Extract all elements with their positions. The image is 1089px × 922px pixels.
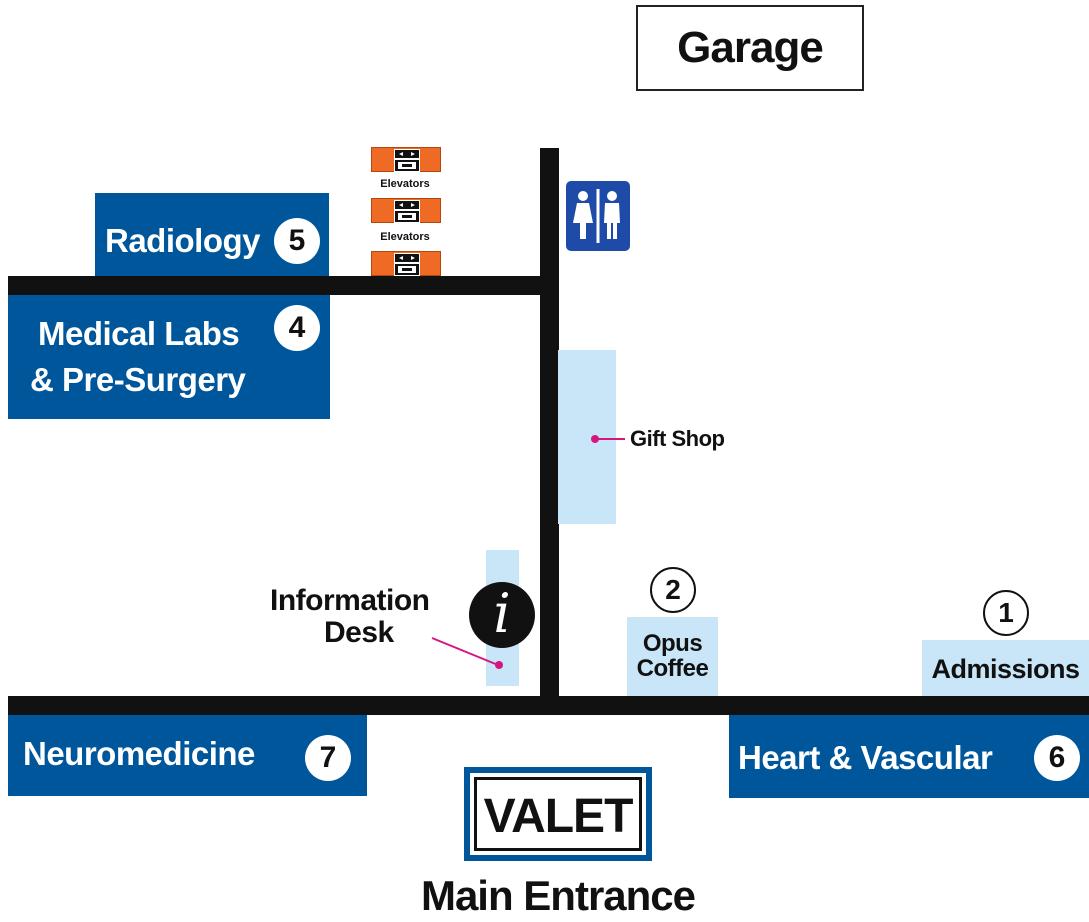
information-desk-leader (431, 637, 503, 669)
admissions-area[interactable] (922, 640, 1089, 696)
elevator-icon (394, 149, 420, 172)
elevators-label-1: Elevators (380, 178, 430, 190)
elevators-label-2: Elevators (380, 231, 430, 243)
opus-coffee-area[interactable] (627, 617, 718, 696)
radiology-number-badge: 5 (274, 218, 320, 264)
gift-shop-leader (595, 438, 625, 440)
restroom-icon (573, 189, 620, 243)
road-vertical (540, 148, 559, 708)
elevator-sign-2 (371, 198, 441, 223)
valet-label: VALET (483, 790, 634, 843)
opus-coffee-number-badge: 2 (650, 567, 696, 613)
gift-shop-area[interactable] (558, 350, 616, 524)
neuromedicine-number-badge: 7 (305, 735, 351, 781)
garage-sign: Garage (636, 5, 864, 91)
valet-inner-frame (474, 777, 642, 851)
radiology-block[interactable]: Radiology 5 (95, 193, 329, 276)
medical-labs-block[interactable]: Medical Labs & Pre-Surgery 4 (8, 295, 330, 419)
opus-coffee-label-line1: Opus (642, 630, 703, 657)
information-desk-label-line2: Desk (324, 616, 394, 649)
garage-label: Garage (677, 23, 824, 72)
road-lower-horizontal (8, 696, 1089, 715)
elevator-icon (394, 253, 420, 276)
admissions-number-badge: 1 (983, 590, 1029, 636)
radiology-label: Radiology (105, 222, 261, 259)
elevator-icon (394, 200, 420, 223)
restroom-sign (566, 181, 630, 251)
medical-labs-number-badge: 4 (274, 305, 320, 351)
admissions-label: Admissions (931, 654, 1080, 684)
heart-vascular-number-badge: 6 (1034, 735, 1080, 781)
medical-labs-label-line1: Medical Labs (38, 315, 240, 352)
elevator-sign-3 (371, 251, 441, 276)
opus-coffee-label-line2: Coffee (636, 655, 709, 682)
elevator-sign-1 (371, 147, 441, 172)
neuromedicine-label: Neuromedicine (23, 735, 255, 772)
valet-sign: VALET (464, 767, 652, 861)
neuromedicine-block[interactable]: Neuromedicine 7 (8, 715, 367, 796)
information-icon: i (469, 582, 535, 648)
main-entrance-label: Main Entrance (420, 872, 696, 919)
medical-labs-label-line2: & Pre-Surgery (30, 361, 246, 398)
information-desk-label-line1: Information (270, 584, 430, 617)
gift-shop-dot (591, 435, 599, 443)
road-upper-horizontal (8, 276, 558, 295)
gift-shop-label: Gift Shop (630, 426, 725, 451)
heart-vascular-label: Heart & Vascular (738, 739, 993, 776)
heart-vascular-block[interactable]: Heart & Vascular 6 (729, 715, 1089, 798)
